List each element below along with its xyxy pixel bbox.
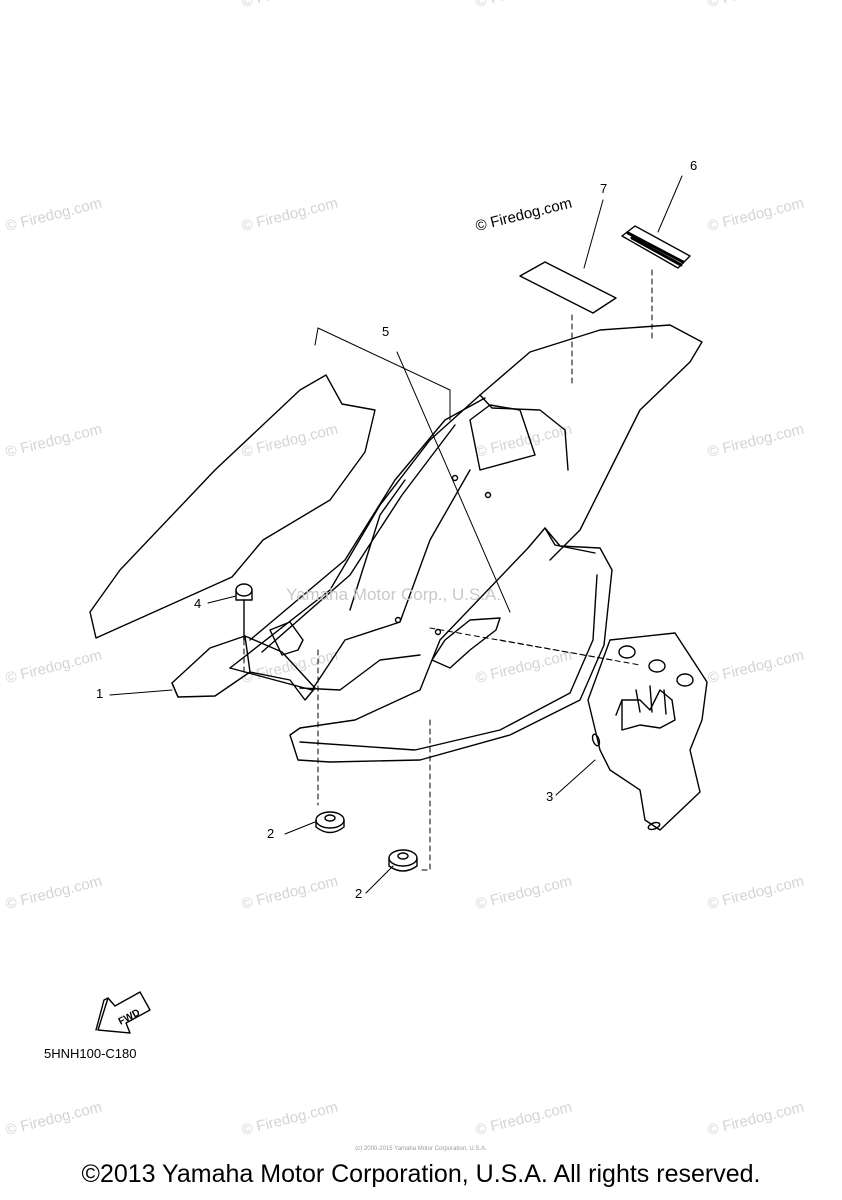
grommet-a [315,811,345,834]
emblem [621,225,691,269]
copyright-footer: ©2013 Yamaha Motor Corporation, U.S.A. A… [81,1160,761,1188]
side-panel-right [289,527,613,763]
callout-6: 6 [690,158,698,173]
callout-3: 3 [546,789,554,804]
fwd-arrow-icon [95,991,151,1034]
callout-4: 4 [194,596,202,611]
part-code: 5HNH100-C180 [44,1046,137,1061]
bolt [235,583,253,641]
callout-7: 7 [600,181,608,196]
bracket [587,632,708,831]
callout-1: 1 [96,686,104,701]
copyright-small: (c) 2000-2015 Yamaha Motor Corporation, … [355,1146,487,1152]
center-watermark: Yamaha Motor Corp., U.S.A. [286,585,502,604]
label-sticker [519,261,617,314]
seat-cowl [229,324,703,691]
callout-2: 2 [267,826,275,841]
grommet-b [388,849,418,872]
side-cover-left [89,374,376,639]
callout-2: 2 [355,886,363,901]
callout-5: 5 [382,324,390,339]
